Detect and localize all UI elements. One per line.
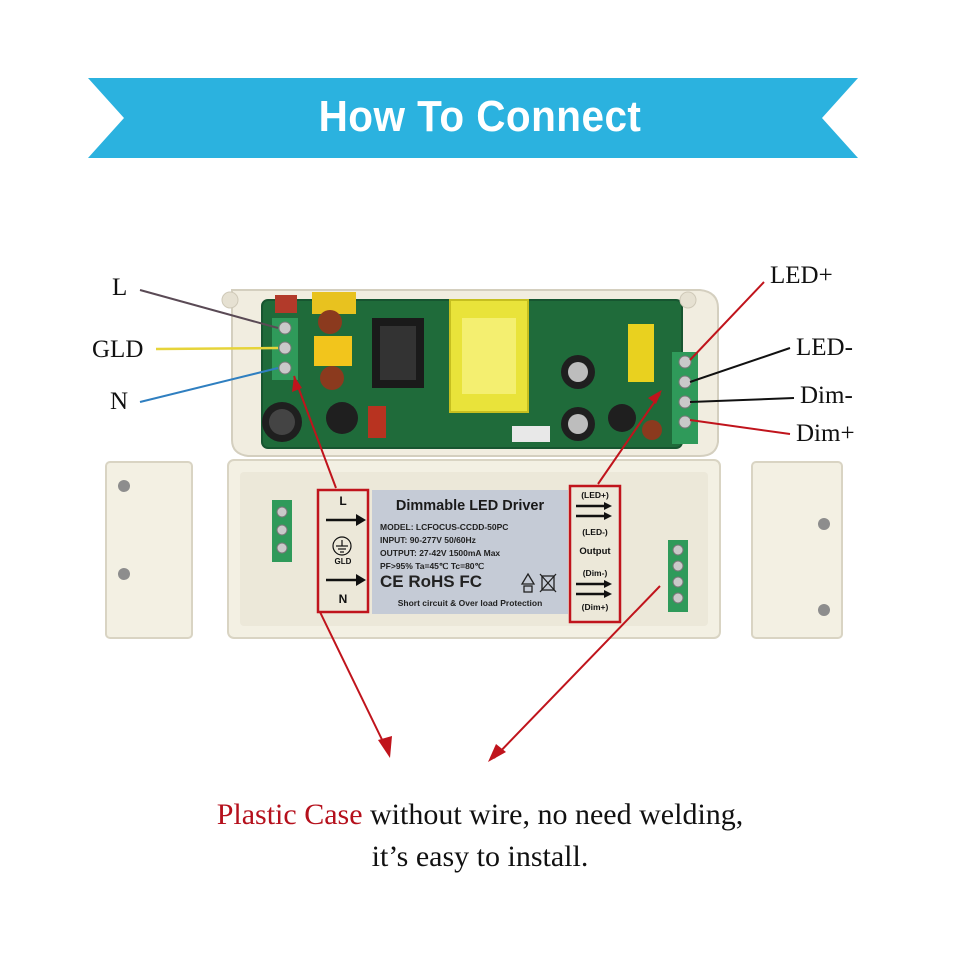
page-title: How To Connect — [318, 92, 642, 141]
ground-icon — [332, 536, 352, 556]
wire-led-minus — [689, 347, 791, 383]
wire-dim-minus — [689, 397, 795, 403]
terminal-screw — [678, 415, 692, 429]
terminal-screw — [678, 355, 692, 369]
end-cap-screw — [118, 480, 130, 492]
banner-shape — [88, 78, 858, 158]
spec-input: INPUT: 90-277V 50/60Hz — [380, 535, 476, 545]
certification-marks: CE RoHS FC — [380, 572, 482, 591]
wire-label-led-plus: LED+ — [770, 262, 833, 289]
resistor — [368, 406, 386, 438]
wire-l — [139, 289, 279, 329]
output-box-output: Output — [579, 546, 611, 557]
output-yellow-cap — [628, 324, 654, 382]
wire-label-gld: GLD — [92, 336, 144, 363]
terminal-screw — [678, 375, 692, 389]
banner-ribbon — [88, 78, 858, 158]
spec-output: OUTPUT: 27-42V 1500mA Max — [380, 548, 501, 558]
electrolytic-capacitor — [326, 402, 358, 434]
wire-label-l: L — [112, 274, 128, 301]
caption-line-1-text: without wire, no need welding, — [362, 798, 744, 831]
wire-label-led-minus: LED- — [796, 334, 853, 361]
inductor — [318, 310, 342, 334]
output-box-dim-minus: (Dim-) — [582, 568, 608, 578]
output-callout-box — [568, 484, 622, 624]
terminal-screw — [278, 361, 292, 375]
output-box-dim-plus: (Dim+) — [581, 602, 609, 612]
wire-dim-plus — [689, 419, 791, 435]
common-mode-choke — [320, 366, 344, 390]
end-cap-screw — [818, 518, 830, 530]
terminal-screw — [278, 341, 292, 355]
yellow-capacitor — [314, 336, 352, 366]
pointer-case-left — [319, 611, 389, 753]
input-box-n: N — [338, 592, 348, 606]
output-inductor — [642, 420, 662, 440]
electrolytic-capacitor — [608, 404, 636, 432]
pointer-input-top — [293, 375, 337, 489]
driver-title: Dimmable LED Driver — [395, 498, 545, 514]
terminal-screw — [678, 395, 692, 409]
pointer-case-right — [493, 585, 661, 759]
spec-model: MODEL: LCFOCUS-CCDD-50PC — [380, 522, 509, 532]
output-box-led-plus: (LED+) — [581, 490, 609, 500]
wire-gld — [155, 346, 279, 351]
wire-n — [139, 367, 279, 403]
caption-line-1: Plastic Case without wire, no need weldi… — [0, 798, 960, 832]
caption-highlight: Plastic Case — [216, 798, 363, 831]
wire-label-dim-minus: Dim- — [800, 382, 853, 409]
open-driver — [221, 289, 719, 457]
end-cap-screw — [118, 568, 130, 580]
output-box-led-minus: (LED-) — [582, 527, 608, 537]
caption-line-2: it’s easy to install. — [371, 840, 589, 873]
wire-label-dim-plus: Dim+ — [796, 420, 855, 447]
mount-hole — [221, 291, 239, 309]
input-callout-box — [316, 488, 370, 614]
x-capacitor — [312, 292, 356, 314]
driver-spec-label: Dimmable LED Driver MODEL: LCFOCUS-CCDD-… — [372, 490, 568, 614]
right-end-cap — [751, 461, 843, 639]
wire-led-plus — [689, 281, 765, 361]
end-cap-screw — [818, 604, 830, 616]
input-box-l: L — [339, 494, 347, 508]
case-output-terminal — [668, 540, 688, 612]
terminal-screw — [278, 321, 292, 335]
fuse — [275, 295, 297, 313]
left-end-cap — [105, 461, 193, 639]
recycle-bin-icon — [520, 572, 557, 593]
mount-hole — [679, 291, 697, 309]
spec-protection: Short circuit & Over load Protection — [397, 598, 543, 608]
input-box-gld: GLD — [334, 557, 352, 566]
spec-pf: PF>95% Ta=45℃ Tc=80℃ — [380, 561, 485, 571]
pointer-output-top — [597, 393, 661, 485]
white-pad — [512, 426, 550, 442]
wire-label-n: N — [110, 388, 129, 415]
